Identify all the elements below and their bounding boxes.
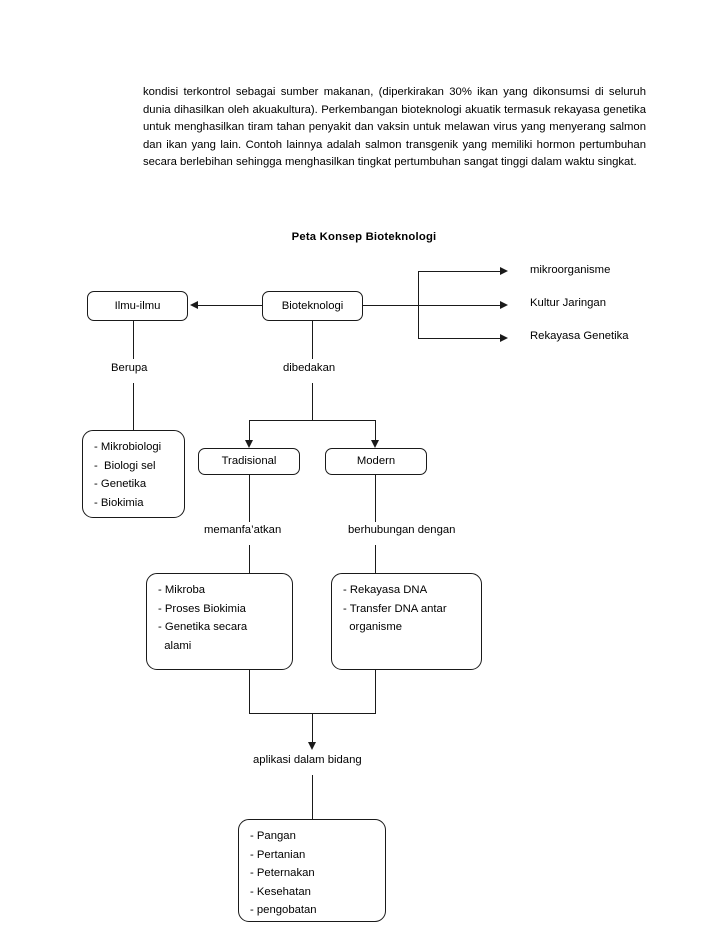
list-item: - Biologi sel bbox=[94, 459, 156, 472]
connector-branch-rekayasa-genetika bbox=[418, 338, 500, 339]
node-ilmu-ilmu-label: Ilmu-ilmu bbox=[114, 299, 161, 312]
node-tradisional-list: - Mikroba - Proses Biokimia - Genetika s… bbox=[146, 573, 293, 670]
connector-bioteknologi-to-ilmu bbox=[198, 305, 262, 306]
arrowhead-mikroorganisme bbox=[500, 267, 508, 275]
connector-aplikasi-stem bbox=[312, 775, 313, 819]
list-item: - Mikroba bbox=[158, 584, 206, 596]
connector-ilmu-stem-upper bbox=[133, 321, 134, 359]
connector-split-bar bbox=[249, 420, 376, 421]
connector-tradisional-stem-upper bbox=[249, 475, 250, 522]
list-item: - Pertanian bbox=[250, 848, 306, 861]
node-modern-list: - Rekayasa DNA - Transfer DNA antar orga… bbox=[331, 573, 482, 670]
label-mikroorganisme: mikroorganisme bbox=[530, 264, 611, 276]
list-item: - Mikrobiologi bbox=[94, 441, 162, 453]
connector-modern-stem-lower bbox=[375, 545, 376, 573]
connector-split-left bbox=[249, 420, 250, 440]
node-tradisional-label: Tradisional bbox=[221, 455, 277, 468]
list-item: - Pangan bbox=[250, 830, 296, 842]
arrowhead-tradisional bbox=[245, 440, 253, 448]
edge-label-memanfaatkan: memanfa’atkan bbox=[204, 524, 282, 536]
node-bioteknologi: Bioteknologi bbox=[262, 291, 363, 321]
arrowhead-kultur-jaringan bbox=[500, 301, 508, 309]
list-item: - Transfer DNA antar bbox=[343, 602, 447, 615]
connector-bioteknologi-to-spine bbox=[363, 305, 419, 306]
connector-modern-stem-upper bbox=[375, 475, 376, 522]
label-kultur-jaringan: Kultur Jaringan bbox=[530, 297, 606, 309]
node-modern: Modern bbox=[325, 448, 427, 475]
arrowhead-rekayasa-genetika bbox=[500, 334, 508, 342]
connector-merge-right bbox=[375, 670, 376, 713]
edge-label-berupa: Berupa bbox=[111, 362, 148, 374]
connector-merge-left bbox=[249, 670, 250, 713]
node-aplikasi-list: - Pangan - Pertanian - Peternakan - Kese… bbox=[238, 819, 386, 922]
list-item: - Biokimia bbox=[94, 496, 144, 509]
list-item: - Kesehatan bbox=[250, 885, 311, 898]
node-bioteknologi-label: Bioteknologi bbox=[281, 299, 344, 312]
concept-map-title: Peta Konsep Bioteknologi bbox=[291, 231, 437, 243]
list-item: alami bbox=[158, 639, 192, 652]
arrowhead-to-ilmu bbox=[190, 301, 198, 309]
connector-right-spine bbox=[418, 271, 419, 338]
connector-bioteknologi-stem-lower bbox=[312, 383, 313, 421]
node-ilmu-list: - Mikrobiologi - Biologi sel - Genetika … bbox=[82, 430, 185, 518]
edge-label-dibedakan: dibedakan bbox=[283, 362, 336, 374]
connector-split-right bbox=[375, 420, 376, 440]
list-item: - Genetika bbox=[94, 478, 147, 491]
node-tradisional: Tradisional bbox=[198, 448, 300, 475]
arrowhead-modern bbox=[371, 440, 379, 448]
edge-label-aplikasi-dalam-bidang: aplikasi dalam bidang bbox=[253, 754, 362, 766]
connector-branch-mikroorganisme bbox=[418, 271, 500, 272]
connector-branch-kultur-jaringan bbox=[418, 305, 500, 306]
list-item: organisme bbox=[343, 621, 403, 634]
connector-bioteknologi-stem-upper bbox=[312, 321, 313, 359]
label-rekayasa-genetika: Rekayasa Genetika bbox=[530, 330, 629, 342]
list-item: - Peternakan bbox=[250, 867, 315, 880]
body-paragraph: kondisi terkontrol sebagai sumber makana… bbox=[143, 86, 646, 169]
connector-ilmu-stem-lower bbox=[133, 383, 134, 430]
connector-merge-stem bbox=[312, 713, 313, 742]
arrowhead-aplikasi bbox=[308, 742, 316, 750]
node-ilmu-ilmu: Ilmu-ilmu bbox=[87, 291, 188, 321]
connector-tradisional-stem-lower bbox=[249, 545, 250, 573]
list-item: - pengobatan bbox=[250, 904, 317, 917]
list-item: - Genetika secara bbox=[158, 621, 248, 634]
list-item: - Proses Biokimia bbox=[158, 602, 246, 615]
edge-label-berhubungan-dengan: berhubungan dengan bbox=[348, 524, 456, 536]
list-item: - Rekayasa DNA bbox=[343, 584, 428, 596]
node-modern-label: Modern bbox=[356, 455, 396, 468]
